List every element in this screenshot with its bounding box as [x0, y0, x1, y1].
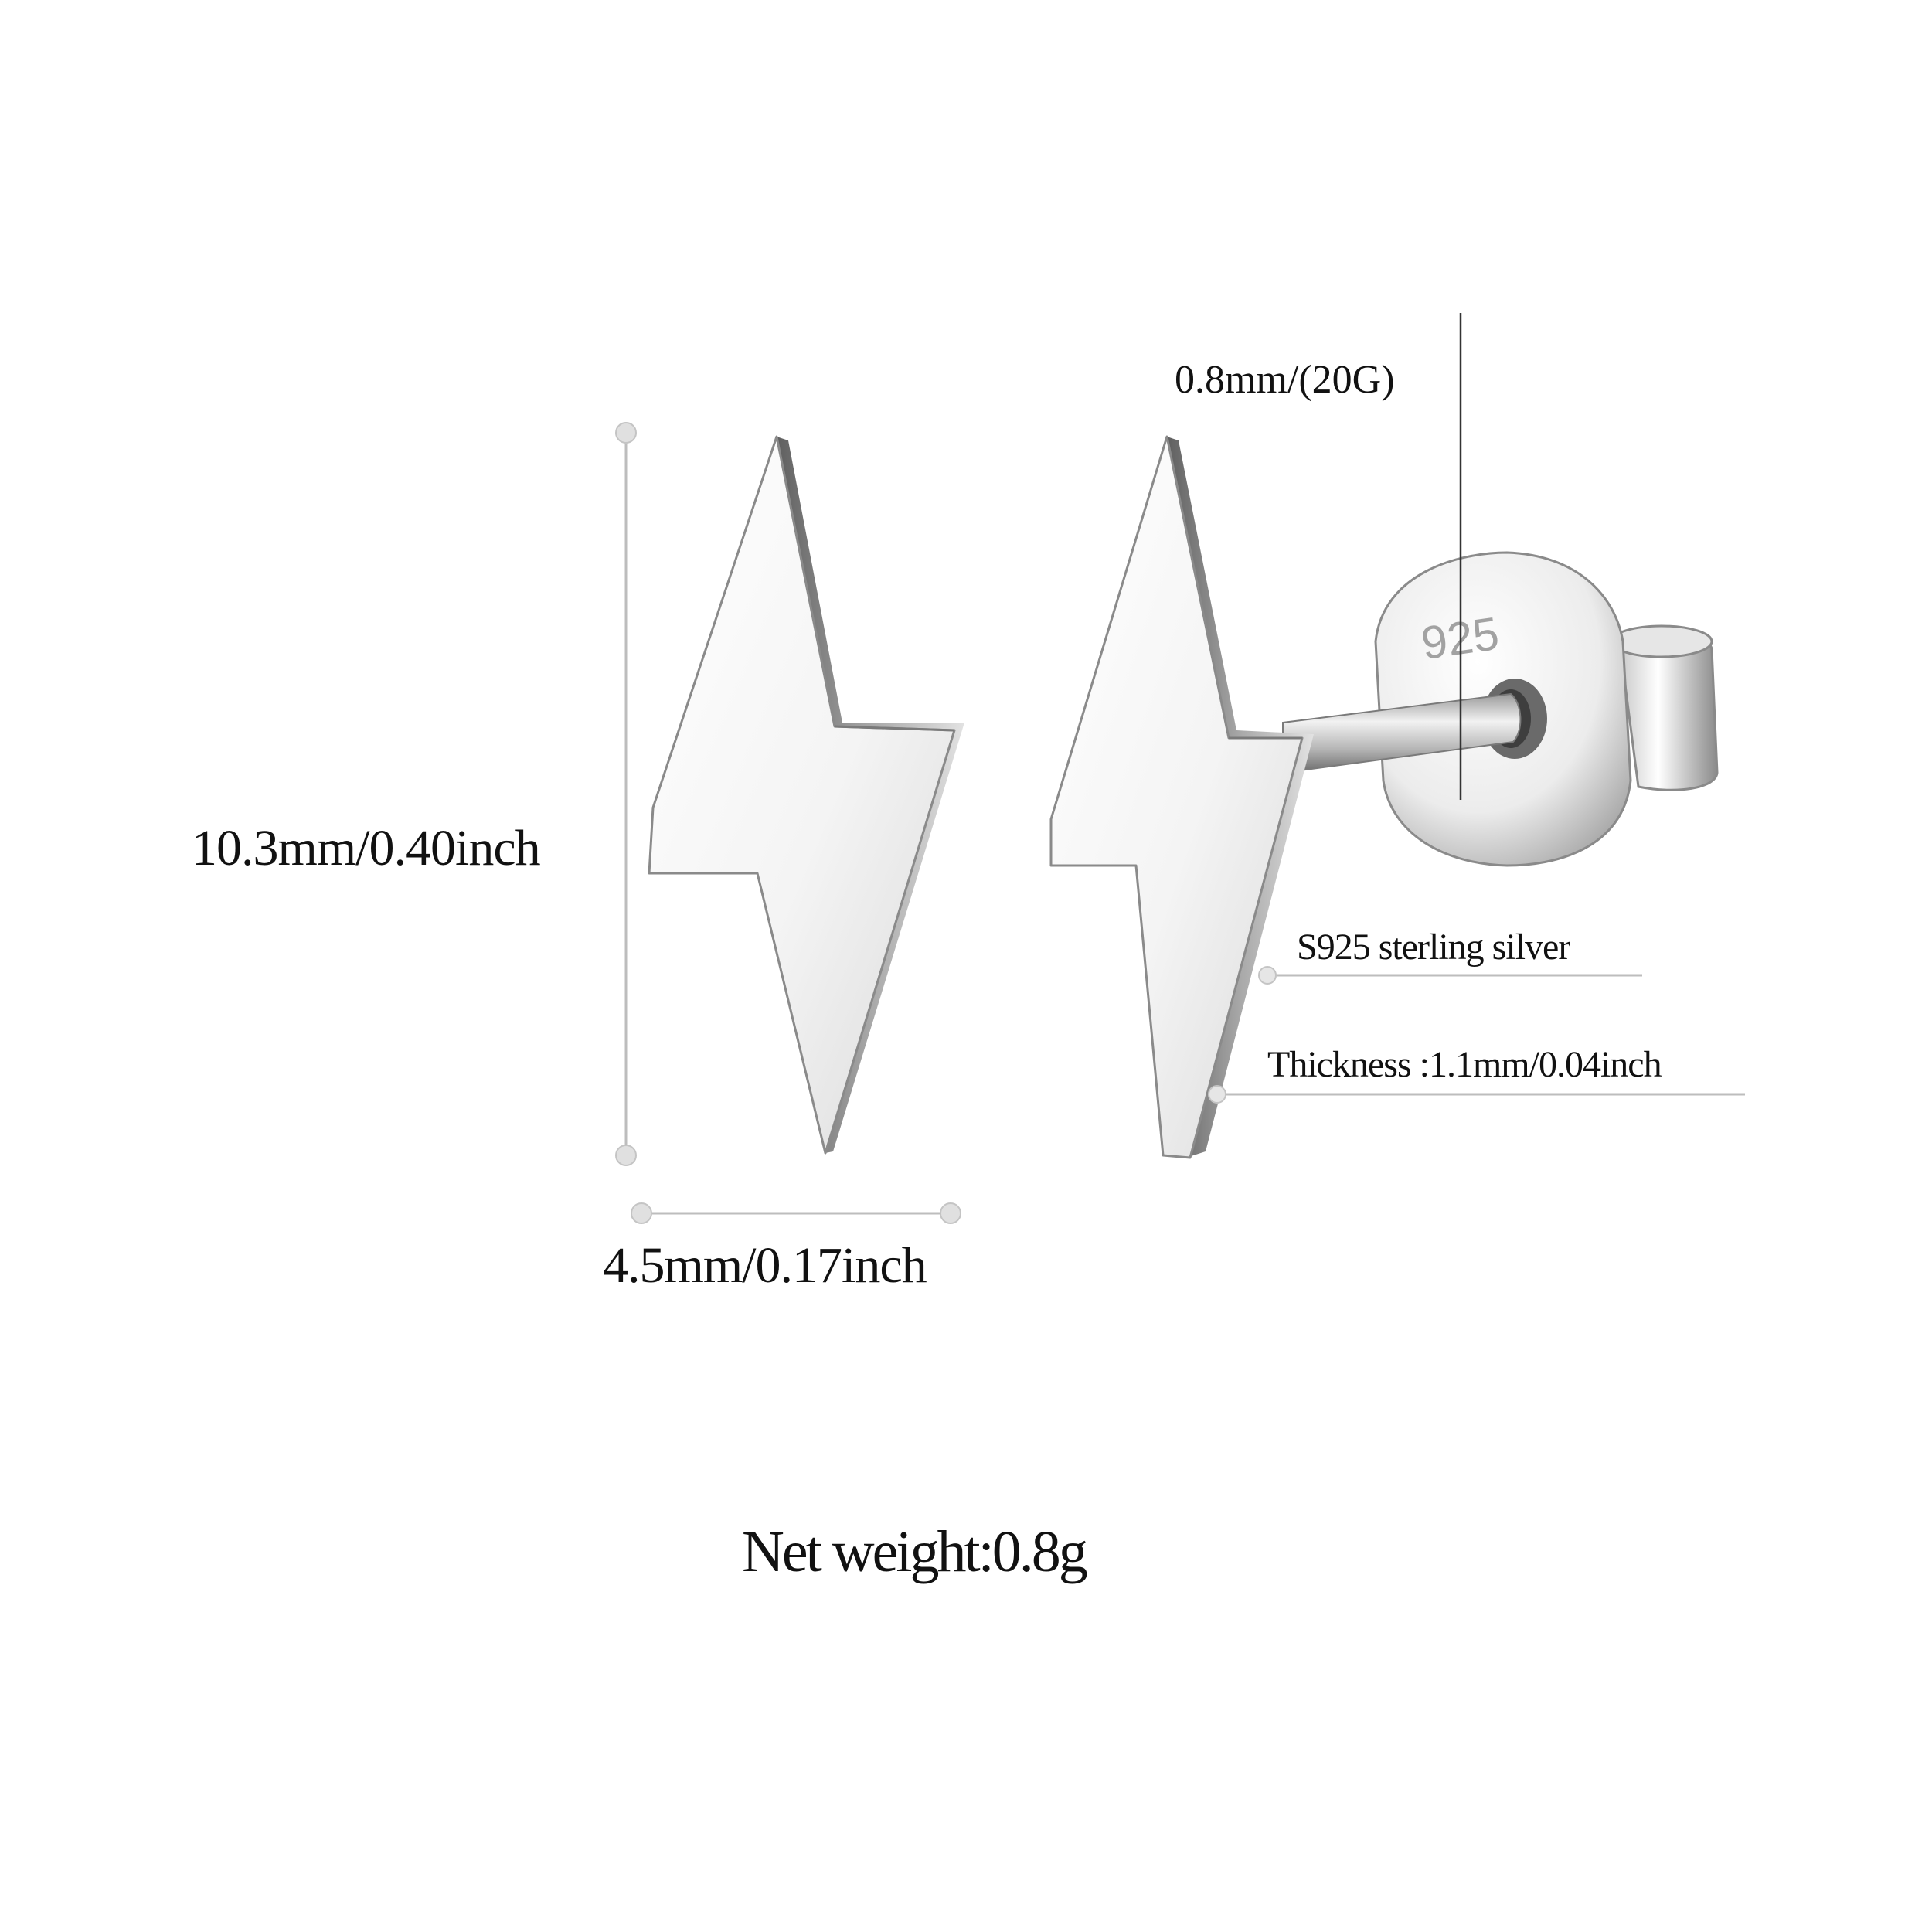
width-guide: [631, 1202, 961, 1224]
width-label: 4.5mm/0.17inch: [603, 1237, 927, 1294]
bolt-front-edge: [777, 437, 964, 1153]
height-guide: [615, 422, 637, 1166]
thickness-label: Thickness :1.1mm/0.04inch: [1267, 1044, 1662, 1085]
net-weight-label: Net weight:0.8g: [742, 1519, 1088, 1584]
thickness-guide: [1208, 1085, 1745, 1104]
earring-side-view: 925: [1049, 435, 1719, 1159]
height-label: 10.3mm/0.40inch: [192, 820, 541, 876]
material-guide: [1258, 966, 1642, 985]
post-gauge-label: 0.8mm/(20G): [1175, 358, 1395, 402]
earring-front-view: [648, 435, 964, 1155]
bolt-side-face: [1049, 435, 1304, 1159]
material-label: S925 sterling silver: [1297, 927, 1570, 968]
